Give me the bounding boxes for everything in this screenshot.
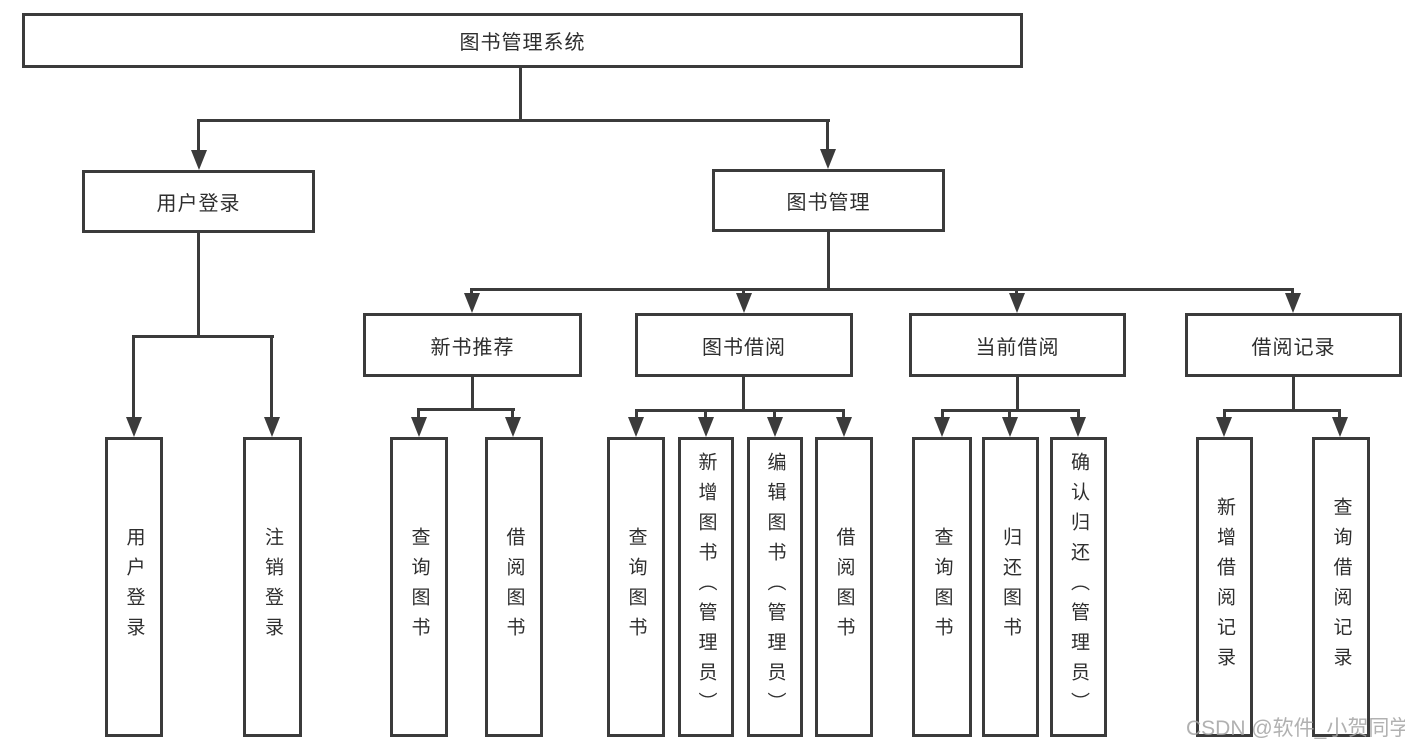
connector-vline [471, 377, 474, 408]
leaf-recommend-query-books: 查询图书 [390, 437, 448, 737]
leaf-confirm-return-admin: 确认归还（管理员） [1050, 437, 1107, 737]
node-new-book-recommendation: 新书推荐 [363, 313, 582, 377]
leaf-user-login-label: 用户登录 [123, 527, 145, 647]
arrow-down-icon [1216, 417, 1232, 437]
connector-vline [270, 335, 273, 417]
watermark: CSDN @软件_小贺同学 [1186, 717, 1405, 740]
node-current-borrowing: 当前借阅 [909, 313, 1126, 377]
leaf-query-borrow-record: 查询借阅记录 [1312, 437, 1370, 737]
connector-vline [417, 408, 420, 417]
leaf-logout-label: 注销登录 [262, 527, 283, 647]
leaf-add-books-admin-label: 新增图书（管理员） [695, 452, 717, 722]
leaf-current-query-books: 查询图书 [912, 437, 972, 737]
leaf-add-books-admin: 新增图书（管理员） [678, 437, 734, 737]
node-borrowing-records: 借阅记录 [1185, 313, 1402, 377]
connector-vline [826, 119, 829, 149]
arrow-down-icon [464, 293, 480, 313]
node-user-login-label: 用户登录 [156, 193, 241, 215]
arrow-down-icon [736, 293, 752, 313]
connector-vline [827, 232, 830, 288]
leaf-return-books-label: 归还图书 [1000, 527, 1021, 647]
leaf-recommend-borrow-books: 借阅图书 [485, 437, 543, 737]
node-book-borrowing: 图书借阅 [635, 313, 853, 377]
leaf-borrow-query-books: 查询图书 [607, 437, 665, 737]
arrow-down-icon [505, 417, 521, 437]
connector-vline [511, 408, 514, 417]
connector-vline [704, 409, 707, 417]
connector-hline [132, 335, 274, 338]
connector-vline [197, 119, 200, 150]
arrow-down-icon [191, 150, 207, 170]
arrow-down-icon [1002, 417, 1018, 437]
leaf-edit-books-admin-label: 编辑图书（管理员） [764, 452, 786, 722]
connector-vline [1008, 409, 1011, 417]
leaf-return-books: 归还图书 [982, 437, 1039, 737]
leaf-recommend-borrow-books-label: 借阅图书 [503, 527, 525, 647]
node-book-borrowing-label: 图书借阅 [702, 336, 786, 359]
arrow-down-icon [820, 149, 836, 169]
connector-vline [1223, 409, 1226, 417]
leaf-logout: 注销登录 [243, 437, 302, 737]
arrow-down-icon [767, 417, 783, 437]
connector-vline [470, 288, 473, 294]
leaf-user-login: 用户登录 [105, 437, 163, 737]
arrow-down-icon [628, 417, 644, 437]
connector-vline [742, 377, 745, 409]
node-library-management-system-label: 图书管理系统 [459, 32, 586, 54]
connector-vline [773, 409, 776, 417]
leaf-borrow-borrow-books-label: 借阅图书 [833, 527, 855, 647]
node-book-management: 图书管理 [712, 169, 945, 232]
connector-vline [1338, 409, 1341, 417]
arrow-down-icon [126, 417, 142, 437]
leaf-recommend-query-books-label: 查询图书 [408, 527, 430, 647]
connector-vline [1292, 377, 1295, 409]
connector-hline [635, 409, 845, 412]
node-new-book-recommendation-label: 新书推荐 [430, 336, 515, 359]
connector-vline [742, 288, 745, 294]
arrow-down-icon [1070, 417, 1086, 437]
leaf-confirm-return-admin-label: 确认归还（管理员） [1068, 452, 1089, 722]
arrow-down-icon [264, 417, 280, 437]
node-user-login: 用户登录 [82, 170, 315, 233]
arrow-down-icon [1332, 417, 1348, 437]
connector-vline [842, 409, 845, 417]
connector-vline [197, 233, 200, 335]
connector-vline [132, 335, 135, 417]
arrow-down-icon [411, 417, 427, 437]
node-book-management-label: 图书管理 [786, 192, 871, 214]
arrow-down-icon [1009, 293, 1025, 313]
node-borrowing-records-label: 借阅记录 [1251, 336, 1336, 359]
connector-hline [1223, 409, 1341, 412]
connector-hline [470, 288, 1293, 291]
node-current-borrowing-label: 当前借阅 [975, 336, 1060, 359]
leaf-edit-books-admin: 编辑图书（管理员） [747, 437, 803, 737]
leaf-add-borrow-record-label: 新增借阅记录 [1214, 497, 1235, 677]
arrow-down-icon [698, 417, 714, 437]
connector-vline [1015, 288, 1018, 294]
leaf-borrow-borrow-books: 借阅图书 [815, 437, 873, 737]
connector-hline [198, 119, 830, 122]
leaf-add-borrow-record: 新增借阅记录 [1196, 437, 1253, 737]
arrow-down-icon [1285, 293, 1301, 313]
connector-vline [635, 409, 638, 417]
connector-vline [519, 68, 522, 119]
connector-vline [941, 409, 944, 417]
connector-vline [1291, 288, 1294, 294]
node-library-management-system: 图书管理系统 [22, 13, 1023, 68]
connector-vline [1016, 377, 1019, 409]
leaf-current-query-books-label: 查询图书 [931, 527, 953, 647]
connector-hline [417, 408, 515, 411]
arrow-down-icon [934, 417, 950, 437]
leaf-query-borrow-record-label: 查询借阅记录 [1330, 497, 1352, 677]
leaf-borrow-query-books-label: 查询图书 [625, 527, 647, 647]
arrow-down-icon [836, 417, 852, 437]
connector-vline [1077, 409, 1080, 417]
